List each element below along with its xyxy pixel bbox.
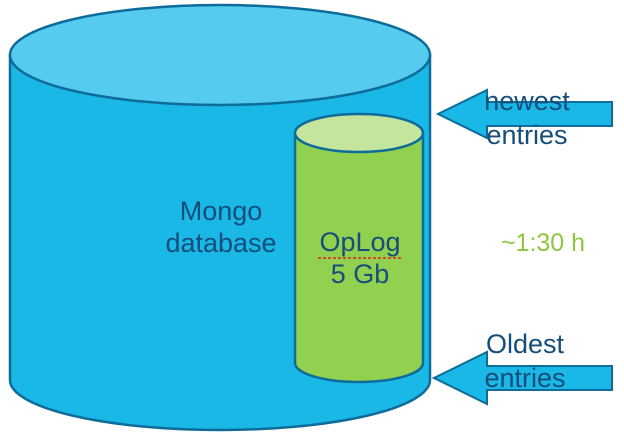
oplog-label-line1: OpLog <box>319 227 400 257</box>
database-label-line2: database <box>165 228 276 258</box>
oldest-label-line1: Oldest <box>486 329 565 359</box>
database-label-line1: Mongo <box>180 196 263 226</box>
newest-label-line2: entries <box>486 120 567 150</box>
oldest-entries-arrow <box>431 350 613 406</box>
oplog-label-line2: 5 Gb <box>331 259 390 289</box>
oldest-label-line2: entries <box>484 363 565 393</box>
database-cylinder-top <box>8 3 432 107</box>
oplog-cylinder-top <box>293 112 425 154</box>
newest-label-line1: newest <box>484 86 570 116</box>
newest-entries-arrow <box>435 88 613 140</box>
oplog-duration-label: ~1:30 h <box>501 229 585 257</box>
